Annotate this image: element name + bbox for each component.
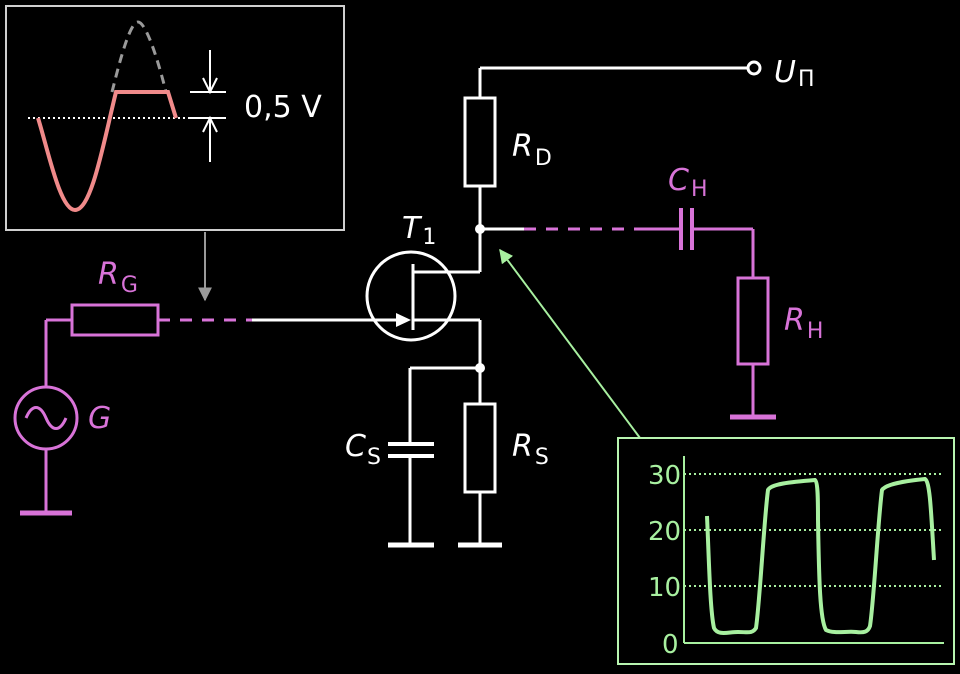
clipped-wave-ghost bbox=[110, 20, 168, 93]
supply-label: UП bbox=[774, 55, 815, 92]
load-branch bbox=[524, 208, 776, 420]
output-scope-pointer-arrow bbox=[499, 248, 641, 439]
drain-resistor-label: RD bbox=[512, 129, 552, 171]
amplitude-label: 0,5 V bbox=[244, 90, 322, 125]
sine-icon bbox=[24, 406, 68, 430]
load-capacitor-label: CН bbox=[668, 163, 708, 202]
output-wave bbox=[705, 476, 936, 635]
source-resistor bbox=[463, 402, 497, 494]
gate-arrow-icon bbox=[396, 313, 411, 327]
y-tick-10: 10 bbox=[648, 573, 681, 603]
generator-branch bbox=[13, 303, 252, 516]
y-tick-30: 30 bbox=[648, 461, 681, 491]
source-resistor-label: RS bbox=[512, 429, 549, 470]
output-scope: 30 20 10 0 bbox=[617, 437, 955, 665]
transistor-symbol bbox=[365, 250, 457, 342]
input-wave bbox=[36, 90, 178, 213]
amplitude-dimension bbox=[190, 50, 226, 162]
input-scope-frame bbox=[5, 5, 345, 231]
gate-resistor-label: RG bbox=[98, 257, 138, 298]
output-scope-frame bbox=[617, 437, 955, 665]
load-resistor bbox=[736, 276, 770, 366]
generator-label: G bbox=[88, 401, 111, 436]
transistor-label: T1 bbox=[402, 211, 436, 250]
input-scope: 0,5 V bbox=[5, 5, 345, 231]
main-circuit bbox=[252, 60, 762, 548]
gate-resistor bbox=[70, 303, 160, 337]
supply-terminal bbox=[746, 60, 762, 76]
drain-resistor bbox=[463, 96, 497, 188]
y-tick-20: 20 bbox=[648, 517, 681, 547]
source-capacitor-label: CS bbox=[345, 429, 381, 470]
y-tick-0: 0 bbox=[662, 630, 679, 660]
load-resistor-label: RН bbox=[784, 303, 823, 344]
